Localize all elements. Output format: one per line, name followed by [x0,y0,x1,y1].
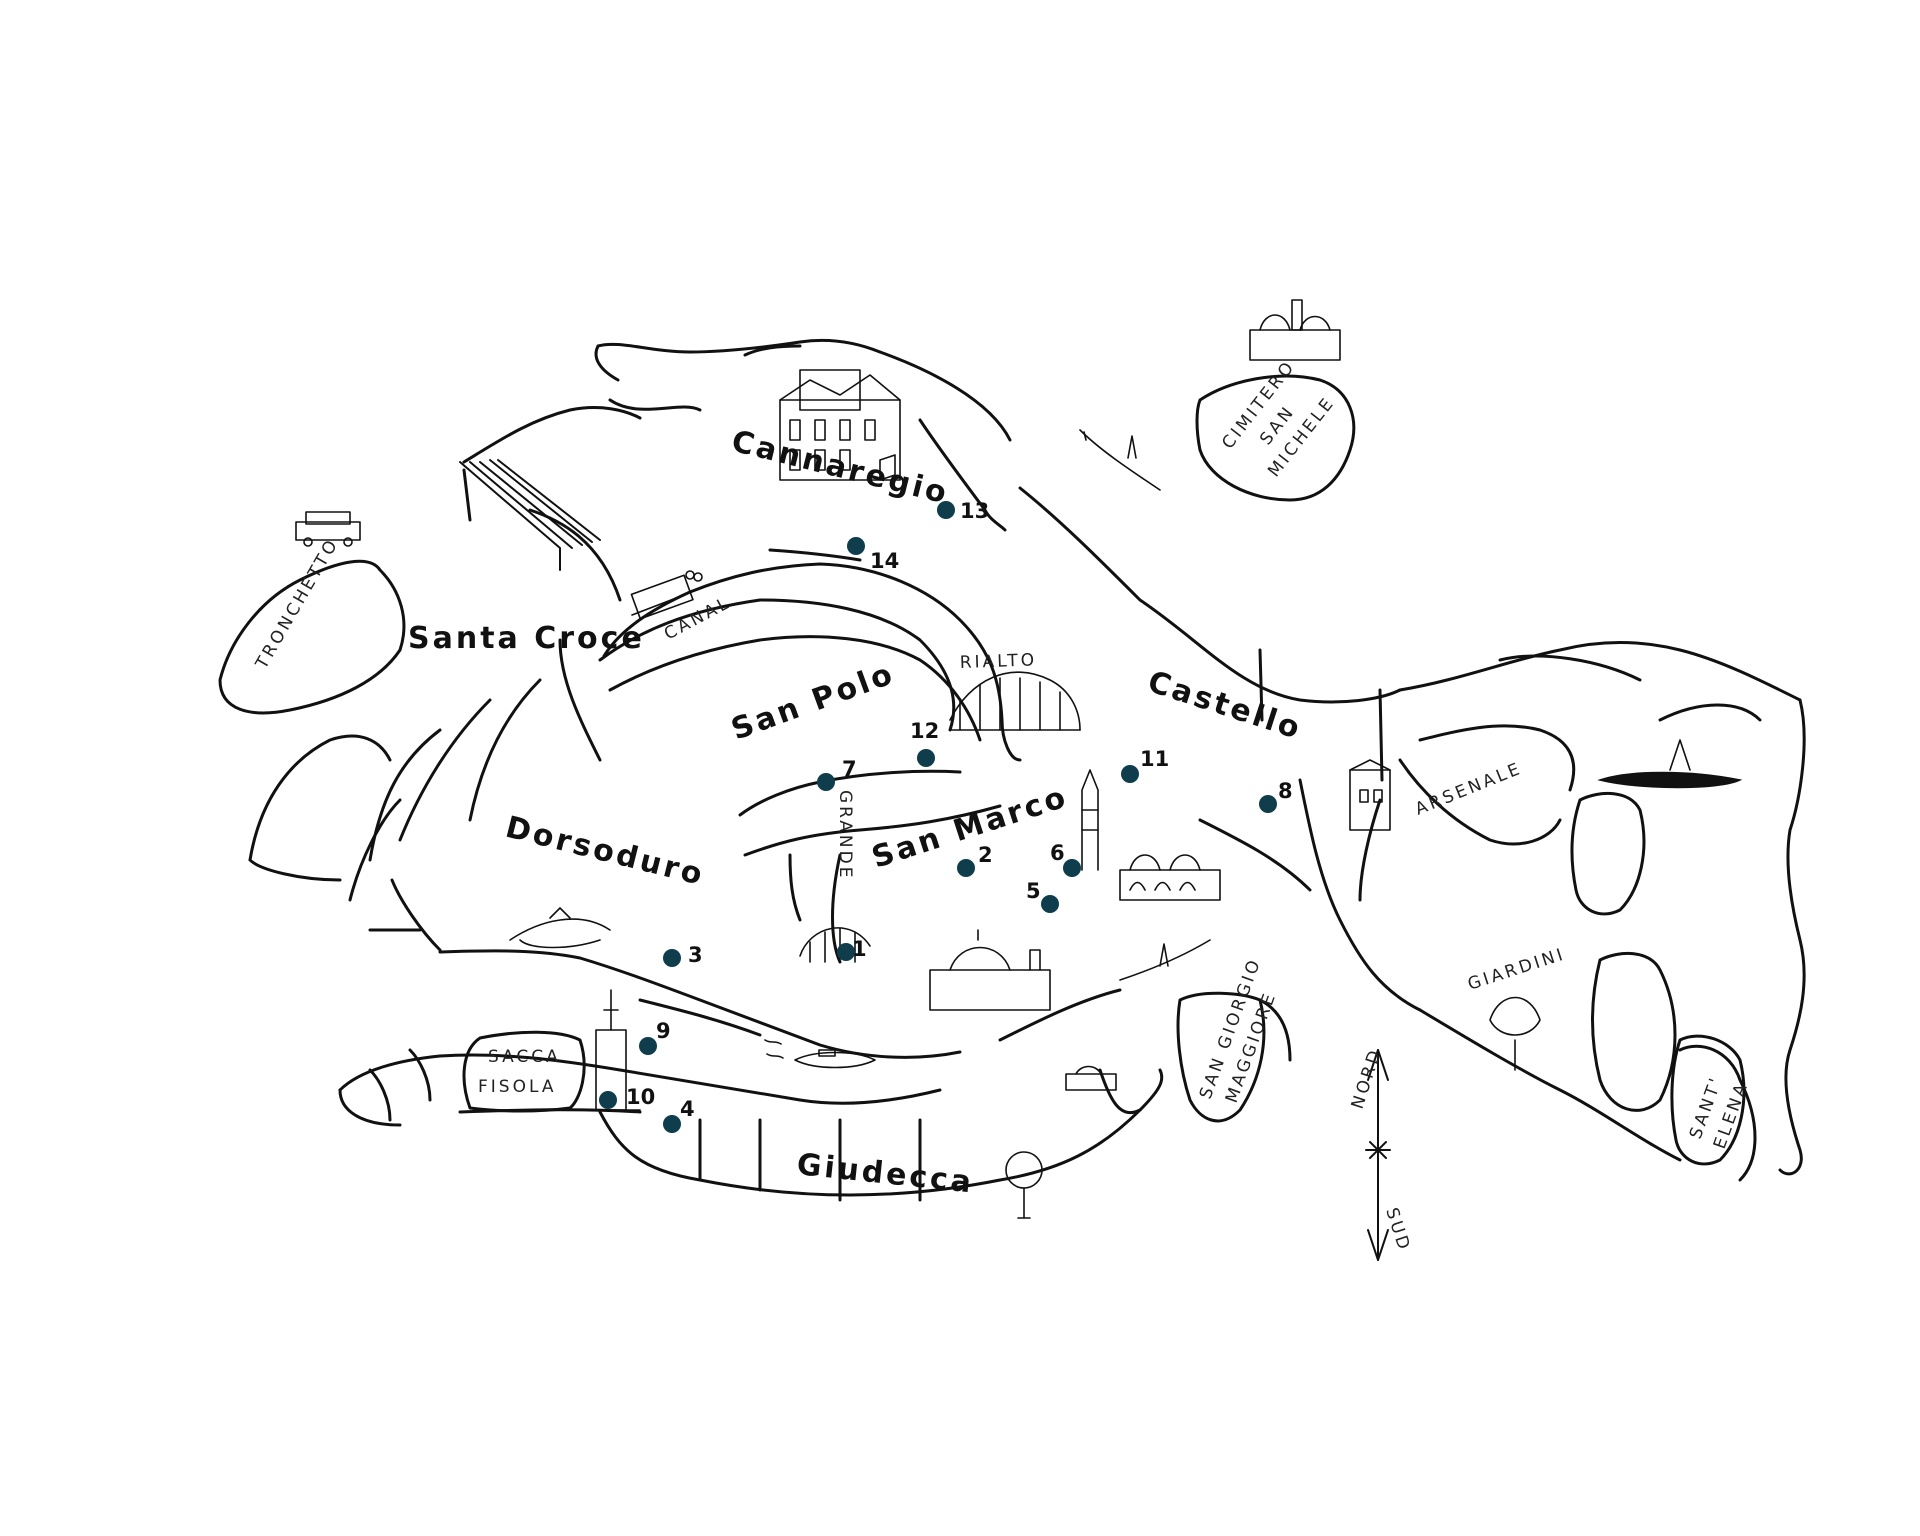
marker-4-label: 4 [680,1097,695,1121]
building-icon [779,369,901,481]
district-santa-croce: Santa Croce [408,621,645,656]
marker-2[interactable]: 2 [957,843,993,877]
marker-5[interactable]: 5 [1026,879,1059,913]
marker-2-label: 2 [978,843,993,867]
basilica-icon [1119,854,1221,901]
gondola-icon [1079,429,1161,491]
marker-7-label: 7 [842,757,857,781]
map-pin-icon [663,949,681,967]
campanile-icon [1081,769,1099,871]
sacca-label: SACCA [488,1047,561,1067]
coastlines [218,338,1806,1202]
marker-14[interactable]: 14 [847,537,899,573]
arsenale-label: ARSENALE [1412,759,1525,820]
marker-6-label: 6 [1050,841,1065,865]
marker-8[interactable]: 8 [1259,779,1293,813]
map-pin-icon [937,501,955,519]
district-dorsoduro: Dorsoduro [502,810,708,893]
giardini-label: GIARDINI [1465,944,1568,994]
bridge-icon [949,671,1081,731]
map-pin-icon [663,1115,681,1133]
boat-icon [764,1039,876,1069]
marker-10-label: 10 [626,1085,655,1109]
rialto-label: RIALTO [959,650,1037,673]
map-pin-icon [837,943,855,961]
nord-label: NORD [1348,1045,1386,1111]
district-san-polo: San Polo [727,656,900,747]
marker-13-label: 13 [960,499,989,523]
compass-icon [1365,1049,1391,1261]
district-giudecca: Giudecca [795,1147,976,1200]
map-pin-icon [1259,795,1277,813]
ferry-icon [630,570,703,620]
fisola-label: FISOLA [478,1077,556,1097]
parking-garage-icon [295,511,361,547]
bridge-icon [799,927,871,963]
marker-1[interactable]: 1 [837,937,867,961]
sud-label: SUD [1381,1205,1414,1254]
marker-14-label: 14 [870,549,899,573]
church-icon [1249,299,1341,361]
marker-10[interactable]: 10 [599,1085,655,1109]
marker-3[interactable]: 3 [663,943,703,967]
district-castello: Castello [1144,664,1307,747]
marker-9[interactable]: 9 [639,1019,671,1055]
marker-3-label: 3 [688,943,703,967]
map-pin-icon [957,859,975,877]
tree-icon [1005,1151,1043,1219]
marker-13[interactable]: 13 [937,499,989,523]
map-pin-icon [817,773,835,791]
map-pin-icon [1041,895,1059,913]
boat-icon [509,907,611,949]
map-pin-icon [1063,859,1081,877]
marker-7[interactable]: 7 [817,757,857,791]
gondola-icon [1119,939,1211,981]
marker-11-label: 11 [1140,747,1169,771]
church-icon [929,929,1051,1011]
map-pin-icon [599,1091,617,1109]
marker-12-label: 12 [910,719,939,743]
marker-4[interactable]: 4 [663,1097,695,1133]
marker-8-label: 8 [1278,779,1293,803]
marker-11[interactable]: 11 [1121,747,1169,783]
tree-icon [1489,996,1541,1071]
map-pin-icon [847,537,865,555]
map-pin-icon [1121,765,1139,783]
ship-icon [1597,739,1743,789]
church-icon [1065,1065,1117,1091]
marker-9-label: 9 [656,1019,671,1043]
campanile-icon [1349,759,1391,831]
marker-5-label: 5 [1026,879,1041,903]
grande-label: GRANDE [835,790,855,880]
map-pin-icon [917,749,935,767]
marker-12[interactable]: 12 [910,719,939,767]
map-pin-icon [639,1037,657,1055]
church-icon [589,989,641,1111]
marker-6[interactable]: 6 [1050,841,1081,877]
marker-1-label: 1 [852,937,867,961]
